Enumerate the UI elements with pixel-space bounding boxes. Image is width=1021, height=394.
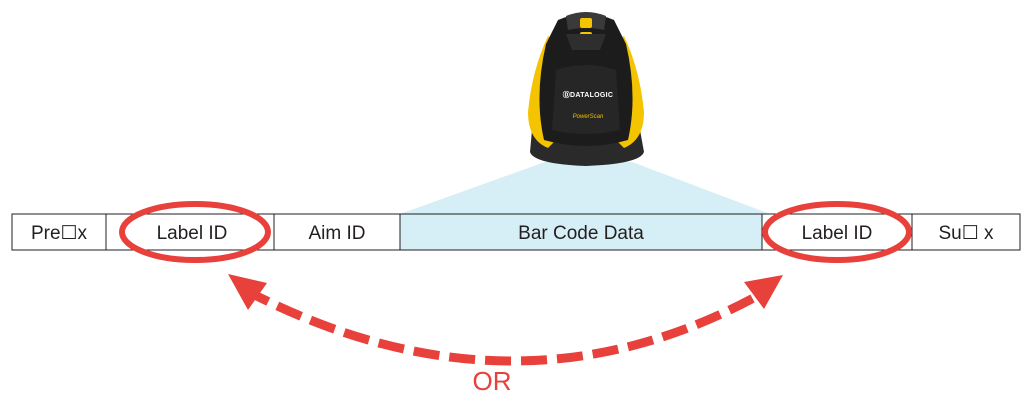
barcode-scanner-image: ⒹDATALOGIC PowerScan <box>528 12 644 166</box>
scanner-carbon-panel <box>552 65 620 134</box>
or-dashed-arrow <box>242 286 771 366</box>
or-label: OR <box>473 366 512 394</box>
field-prefix-label: Pre☐x <box>31 223 88 244</box>
field-aim-id-label: Aim ID <box>309 223 366 244</box>
scanner-brand-label: ⒹDATALOGIC <box>563 90 614 99</box>
arrowhead-right-icon <box>744 275 783 309</box>
field-label-id-left-label: Label ID <box>157 223 228 244</box>
field-label-id-right-label: Label ID <box>802 223 873 244</box>
label-id-left-highlight-ellipse <box>119 201 271 263</box>
arrowhead-left-icon <box>228 274 267 310</box>
field-suffix-label: Su☐ x <box>938 223 994 244</box>
scanner-trigger-button <box>580 18 592 28</box>
scanner-model-label: PowerScan <box>573 114 604 120</box>
scan-beam <box>400 162 770 214</box>
scanner-top-trim <box>566 34 606 50</box>
field-bar-code-data-label: Bar Code Data <box>518 223 644 244</box>
bar-code-data-highlight <box>400 214 762 250</box>
field-strip: Pre☐x Label ID Aim ID Bar Code Data Labe… <box>11 213 1021 251</box>
label-id-right-highlight-ellipse <box>762 201 912 263</box>
field-strip-outline <box>11 213 1021 251</box>
